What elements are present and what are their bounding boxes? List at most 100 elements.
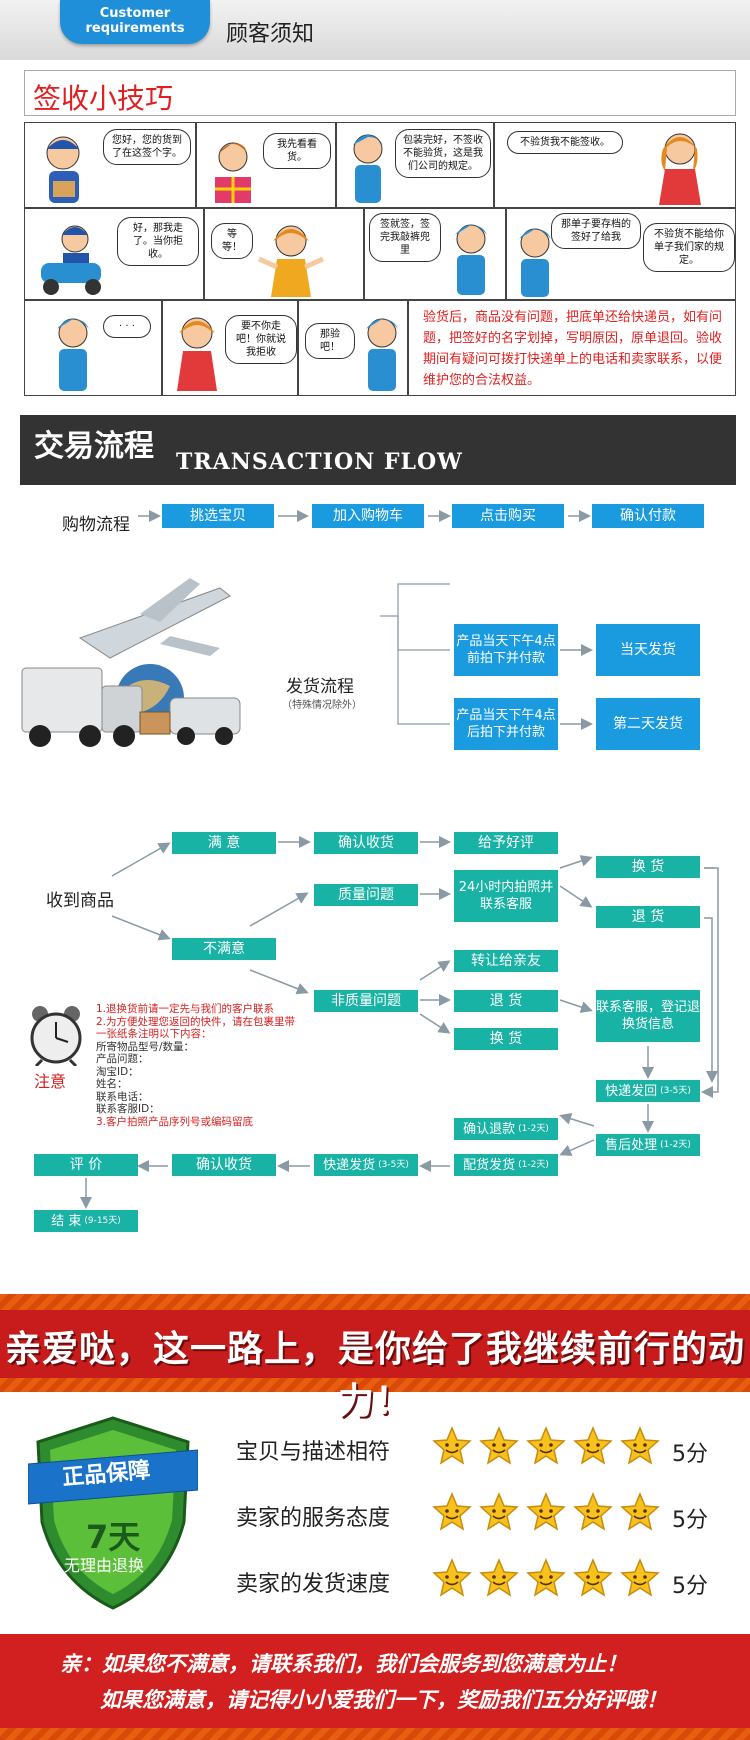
smiley-star-icon (573, 1558, 613, 1597)
comic-cell-10: 要不你走吧！你就说我拒收 (162, 300, 298, 396)
courier-figure (353, 134, 383, 203)
step-pay: 确认付款 (592, 504, 704, 528)
after-sales-label: 售后处理 (605, 1137, 658, 1153)
smiley-star-icon (432, 1558, 472, 1597)
notice-line: 产品问题： (96, 1053, 149, 1065)
exchange2-box: 换 货 (454, 1028, 558, 1050)
confirm-refund-box: 确认退款(1-2天) (454, 1118, 558, 1140)
return-box: 退 货 (596, 906, 700, 928)
step-add-cart: 加入购物车 (312, 504, 424, 528)
rating-score-description: 5分 (672, 1442, 708, 1467)
express-return-days: (3-5天) (660, 1085, 691, 1096)
comic-cell-2: 我先看看货。 (196, 122, 336, 208)
notice-line: 姓名： (96, 1078, 128, 1090)
satisfied-box: 满 意 (172, 832, 276, 854)
ship-condition-after-4pm: 产品当天下午4点后拍下并付款 (454, 698, 558, 750)
notice-line: 淘宝ID： (96, 1065, 139, 1078)
notice-line: 联系客服ID： (96, 1103, 160, 1115)
ship-next-day: 第二天发货 (596, 698, 700, 750)
tab-line2: requirements (85, 21, 185, 36)
customer-requirements-tab: Customer requirements (60, 0, 210, 44)
speech-bubble: 那单子要存档的签好了给我 (551, 213, 641, 249)
courier-figure (57, 318, 89, 391)
courier-figure (519, 228, 551, 297)
flow-connectors (80, 510, 719, 1209)
orange-stripe-bottom (0, 1378, 750, 1392)
speech-bubble: 那验吧！ (305, 323, 355, 359)
flow-title-en: TRANSACTION FLOW (176, 449, 463, 475)
express-return-box: 快递发回(3-5天) (596, 1080, 700, 1102)
customer-figure (659, 133, 701, 205)
step-buy: 点击购买 (452, 504, 564, 528)
express-ship-label: 快递发货 (323, 1157, 376, 1173)
dispatch-label: 配货发货 (463, 1157, 516, 1173)
confirm-refund-days: (1-2天) (518, 1123, 549, 1134)
slogan-band (0, 1310, 750, 1378)
contact-24h-box: 24小时内拍照并联系客服 (454, 870, 558, 922)
express-ship-box: 快递发货(3-5天) (314, 1154, 418, 1176)
comic-cell-1: 您好，您的货到了在这签个字。 (24, 122, 196, 208)
smiley-star-icon (573, 1426, 613, 1465)
comic-cell-6: 等等！ (204, 208, 364, 300)
notice-line: 所寄物品型号/数量： (96, 1040, 195, 1053)
orange-stripe-top (0, 1294, 750, 1310)
courier-figure (46, 136, 80, 203)
smiley-star-icon (479, 1426, 519, 1465)
smiley-star-icon (526, 1492, 566, 1531)
quality-issue-box: 质量问题 (314, 884, 418, 906)
notice-line: 1.退换货前请一定先与我们的客户联系 (96, 1003, 275, 1015)
alarm-clock-icon (30, 1006, 82, 1066)
speech-bubble: 我先看看货。 (263, 133, 331, 169)
flow-title-cn: 交易流程 (34, 429, 154, 464)
speech-bubble: 包装完好，不签收不能验货，这是我们公司的规定。 (395, 129, 491, 178)
end-box: 结 束(9-15天) (34, 1210, 138, 1232)
notice-text: 1.退换货前请一定先与我们的客户联系 2.为方便处理您返回的快件，请在包裹里带 … (96, 1003, 295, 1128)
footer-line2: 如果您满意，请记得小小爱我们一下，奖励我们五分好评哦！ (100, 1688, 667, 1712)
end-label: 结 束 (51, 1213, 82, 1229)
rating-label-shipping: 卖家的发货速度 (236, 1572, 391, 1597)
speech-bubble: 等等！ (211, 223, 253, 259)
smiley-star-icon (479, 1558, 519, 1597)
express-return-label: 快递发回 (605, 1083, 658, 1099)
courier-scooter-figure (41, 225, 101, 295)
comic-cell-11: 那验吧！ (298, 300, 408, 396)
courier-figure (455, 224, 487, 295)
exchange-box: 换 货 (596, 856, 700, 878)
comic-strip: 您好，您的货到了在这签个字。 我先看看货。 包装完好，不签收不能验货，这是我们公… (24, 122, 736, 396)
comic-cell-7: 签就签，签完我敲裤兜里 (364, 208, 506, 300)
rating-score-shipping: 5分 (672, 1574, 708, 1599)
footer-line1: 亲：如果您不满意，请联系我们，我们会服务到您满意为止！ (60, 1652, 627, 1676)
confirm-receipt2-box: 确认收货 (172, 1154, 276, 1176)
ship-condition-before-4pm: 产品当天下午4点前拍下并付款 (454, 624, 558, 676)
contact-register-box: 联系客服，登记退换货信息 (596, 990, 700, 1042)
express-ship-days: (3-5天) (378, 1159, 409, 1170)
speech-bubble: · · · (103, 315, 151, 338)
confirm-receipt-box: 确认收货 (314, 832, 418, 854)
comic-cell-3: 包装完好，不签收不能验货，这是我们公司的规定。 (336, 122, 494, 208)
review-box: 评 价 (34, 1154, 138, 1176)
smiley-star-icon (620, 1426, 660, 1465)
shipping-flow-label: 发货流程 (286, 677, 354, 697)
comic-cell-4: 不验货我不能签收。 (494, 122, 736, 208)
smiley-star-icon (620, 1558, 660, 1597)
after-sales-days: (1-2天) (660, 1139, 691, 1150)
smiley-star-icon (620, 1492, 660, 1531)
dispatch-days: (1-2天) (518, 1159, 549, 1170)
smiley-star-icon (432, 1492, 472, 1531)
dispatch-box: 配货发货(1-2天) (454, 1154, 558, 1176)
smiley-star-icon (526, 1426, 566, 1465)
notice-line: 一张纸条注明以下内容： (96, 1028, 212, 1040)
notice-line: 3.客户拍照产品序列号或编码留底 (96, 1115, 254, 1128)
smiley-star-icon (479, 1492, 519, 1531)
notice-label: 注意 (34, 1072, 67, 1091)
step-select: 挑选宝贝 (162, 504, 274, 528)
smiley-star-icon (526, 1558, 566, 1597)
end-days: (9-15天) (84, 1215, 121, 1226)
tab-line1: Customer (99, 6, 171, 21)
comic-cell-9: · · · (24, 300, 162, 396)
confirm-refund-label: 确认退款 (463, 1121, 516, 1137)
speech-bubble: 不验货我不能签收。 (507, 131, 623, 154)
smiley-star-icon (573, 1492, 613, 1531)
transfer-box: 转让给亲友 (454, 950, 558, 972)
speech-bubble: 您好，您的货到了在这签个字。 (103, 129, 191, 165)
